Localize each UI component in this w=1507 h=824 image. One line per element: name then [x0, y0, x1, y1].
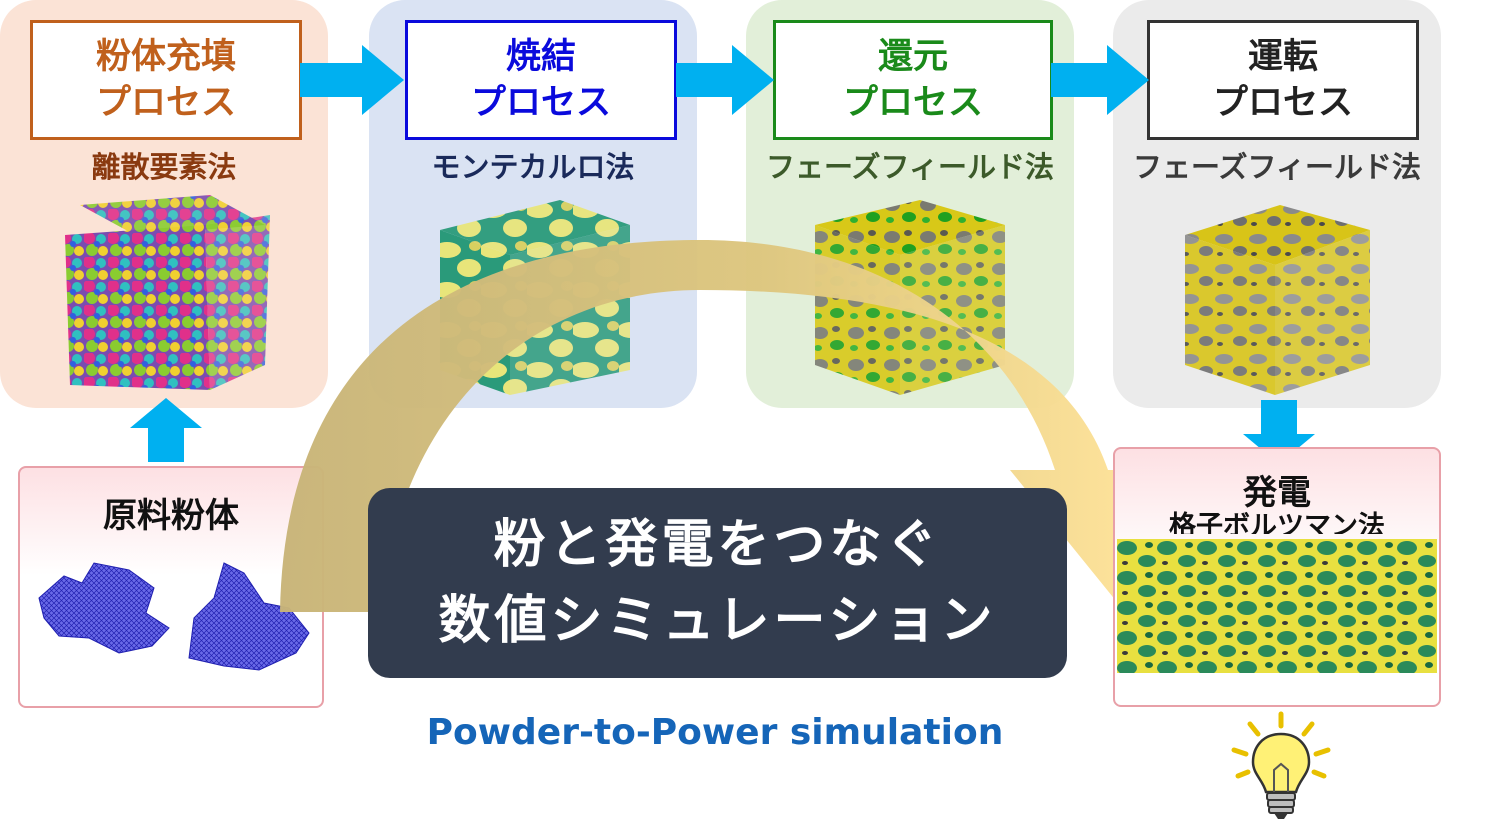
title-line1: 焼結 — [505, 37, 576, 77]
title-operation: 運転 プロセス — [1147, 20, 1419, 140]
power-title: 発電 — [1243, 473, 1311, 513]
title-line2: プロセス — [1212, 83, 1353, 123]
lattice-boltzmann-image — [1117, 539, 1437, 673]
powder-packing-cube-image — [65, 195, 270, 390]
arrow-up — [130, 398, 202, 462]
center-message-box: 粉と発電をつなぐ 数値シミュレーション — [368, 488, 1067, 678]
subtitle: Powder-to-Power simulation — [426, 712, 1004, 753]
raw-powder-title: 原料粉体 — [103, 496, 239, 536]
method-label-dem: 離散要素法 — [91, 150, 237, 184]
title-sintering: 焼結 プロセス — [405, 20, 677, 140]
arrow-right-3 — [1051, 45, 1149, 115]
title-line1: 粉体充填 — [95, 37, 236, 77]
title-line2: プロセス — [842, 83, 983, 123]
title-reduction: 還元 プロセス — [773, 20, 1053, 140]
title-line2: プロセス — [470, 83, 611, 123]
raw-powder-particles-image — [38, 562, 310, 671]
raw-powder-box: 原料粉体 — [18, 466, 324, 708]
method-label-phase-field-2: フェーズフィールド法 — [1133, 150, 1421, 184]
arrow-right-2 — [676, 45, 774, 115]
operation-cube-image — [1185, 205, 1370, 395]
title-line2: プロセス — [95, 83, 236, 123]
title-line1: 還元 — [877, 37, 948, 77]
power-generation-box: 発電 格子ボルツマン法 — [1113, 447, 1441, 707]
title-line1: 運転 — [1247, 37, 1318, 77]
center-line1: 粉と発電をつなぐ — [493, 515, 942, 575]
center-line2: 数値シミュレーション — [438, 591, 997, 651]
reduction-cube-image — [815, 200, 1005, 395]
method-label-phase-field: フェーズフィールド法 — [766, 150, 1054, 184]
lightbulb-icon — [1231, 711, 1331, 819]
power-method-label: 格子ボルツマン法 — [1169, 511, 1385, 534]
arrow-right-1 — [300, 45, 404, 115]
method-label-monte-carlo: モンテカルロ法 — [431, 150, 635, 184]
title-powder-filling: 粉体充填 プロセス — [30, 20, 302, 140]
